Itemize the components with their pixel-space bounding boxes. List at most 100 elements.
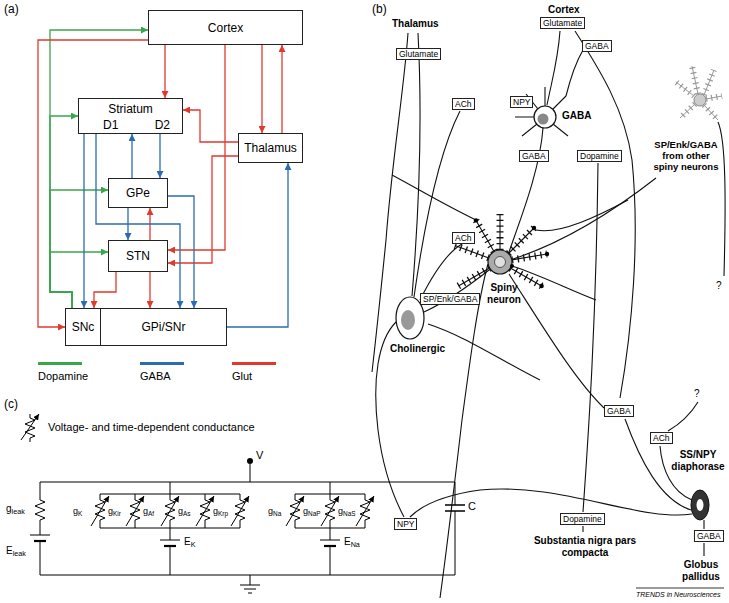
panel-letter: (c) bbox=[4, 398, 18, 412]
node-label: STN bbox=[126, 249, 150, 263]
transmitter-box: GABA bbox=[604, 405, 634, 417]
pathway-arrow bbox=[168, 156, 238, 263]
journal-credit: TRENDS in Neurosciences bbox=[636, 591, 720, 599]
reversal-label: ENa bbox=[344, 536, 360, 548]
node-label: Dopamine bbox=[580, 151, 619, 161]
legend-swatch bbox=[38, 362, 82, 365]
transmitter-box: Glutamate bbox=[396, 48, 441, 60]
pathway-arrow bbox=[227, 163, 288, 327]
question-mark: ? bbox=[694, 388, 700, 400]
cell-label: SP/Enk/GABA from other spiny neurons bbox=[650, 140, 722, 173]
pathway-arrow bbox=[168, 196, 194, 308]
variable-arrow bbox=[21, 414, 39, 440]
cholinergic-fiber bbox=[420, 244, 462, 300]
legend-label: GABA bbox=[140, 370, 171, 382]
node-label: Cortex bbox=[208, 21, 243, 35]
node-label: NPY bbox=[513, 97, 530, 107]
dendritic-spines bbox=[455, 214, 547, 286]
journal-rule bbox=[636, 588, 724, 589]
transmitter-box: ACh bbox=[452, 232, 475, 244]
wire bbox=[40, 482, 455, 483]
transmitter-box: Glutamate bbox=[540, 17, 585, 29]
cholinergic-fiber bbox=[414, 111, 460, 297]
transmitter-box: ACh bbox=[650, 432, 673, 444]
panel-letter: (a) bbox=[4, 3, 19, 17]
pallidal-fiber bbox=[703, 520, 704, 529]
conductance-label: gleak bbox=[6, 503, 25, 515]
battery-plate bbox=[320, 540, 340, 541]
capacitor-symbol bbox=[445, 505, 465, 511]
node-label: GABA bbox=[522, 151, 546, 161]
interneuron-axon bbox=[410, 489, 692, 517]
node-sublabel: D1 bbox=[103, 118, 118, 132]
thalamic-axon bbox=[412, 33, 420, 296]
region-box: STN bbox=[108, 240, 168, 272]
node-label: GABA bbox=[585, 41, 609, 51]
node-label: ACh bbox=[455, 99, 472, 109]
wire bbox=[295, 482, 365, 528]
synapse-dot bbox=[545, 252, 549, 256]
variable-arrow bbox=[91, 496, 109, 526]
cell-label: Cholinergic bbox=[390, 343, 445, 355]
legend-swatch bbox=[140, 362, 184, 365]
thalamic-axon bbox=[392, 175, 476, 220]
cell-label: SS/NPY diaphorase bbox=[670, 449, 726, 472]
dopamine-axon bbox=[583, 163, 598, 512]
pathway-arrow bbox=[159, 134, 160, 178]
pathway-arrow bbox=[127, 208, 128, 240]
region-box: Thalamus bbox=[238, 133, 303, 163]
pathway-arrow bbox=[50, 252, 108, 308]
node-label: GABA bbox=[607, 406, 631, 416]
variable-arrow bbox=[321, 496, 339, 526]
variable-arrow bbox=[126, 496, 144, 526]
pallidal-fiber bbox=[703, 543, 704, 556]
pathway-arrow bbox=[94, 272, 116, 308]
cell-nucleus bbox=[538, 114, 549, 125]
resistor-symbol bbox=[35, 482, 45, 535]
pathway-arrow bbox=[183, 110, 238, 142]
region-box: SNc bbox=[65, 308, 101, 346]
conductance-label: gNa bbox=[268, 506, 281, 516]
pathway-arrow bbox=[83, 134, 84, 308]
interneuron-dendrite bbox=[515, 87, 568, 136]
cell-nucleus bbox=[697, 499, 704, 511]
synapse-dot bbox=[532, 226, 536, 230]
wire bbox=[100, 482, 240, 528]
node-label: Glutamate bbox=[543, 18, 582, 28]
wire bbox=[330, 528, 331, 575]
pathway-arrow bbox=[164, 45, 165, 98]
node-label: Thalamus bbox=[244, 141, 297, 155]
pathway-arrow bbox=[131, 134, 132, 178]
node-label: GPi/SNr bbox=[141, 320, 185, 334]
capacitor-label: C bbox=[468, 500, 476, 513]
cortical-axon bbox=[536, 200, 628, 231]
transmitter-box: ACh bbox=[452, 98, 475, 110]
legend-label: Dopamine bbox=[38, 370, 88, 382]
transmitter-box: GABA bbox=[519, 150, 549, 162]
spiny-axon bbox=[440, 264, 488, 598]
nigral-fiber bbox=[582, 526, 583, 532]
variable-arrow bbox=[356, 496, 374, 526]
pallidal-fiber bbox=[509, 274, 604, 408]
transmitter-box: Dopamine bbox=[560, 513, 605, 525]
dopamine-axon bbox=[512, 266, 596, 300]
wire bbox=[455, 482, 456, 575]
collateral-fiber bbox=[513, 178, 656, 259]
voltage-label: V bbox=[256, 449, 263, 462]
conductance-label: gKrp bbox=[213, 506, 228, 516]
battery-plate bbox=[164, 545, 176, 547]
variable-arrow bbox=[286, 496, 304, 526]
region-box: GPi/SNr bbox=[100, 308, 227, 346]
region-box: GPe bbox=[108, 178, 168, 208]
pathway-arrow bbox=[281, 45, 282, 133]
wire bbox=[250, 464, 251, 482]
reversal-label: Eleak bbox=[6, 545, 26, 557]
pathway-arrow bbox=[96, 134, 180, 308]
reversal-label: EK bbox=[184, 536, 195, 548]
node-label: ACh bbox=[455, 233, 472, 243]
node-label: GABA bbox=[697, 531, 721, 541]
synapse-dot bbox=[539, 284, 543, 288]
conductance-label: gKir bbox=[108, 506, 121, 516]
conductance-label: gNaP bbox=[303, 506, 321, 516]
ground-symbol bbox=[240, 575, 260, 593]
